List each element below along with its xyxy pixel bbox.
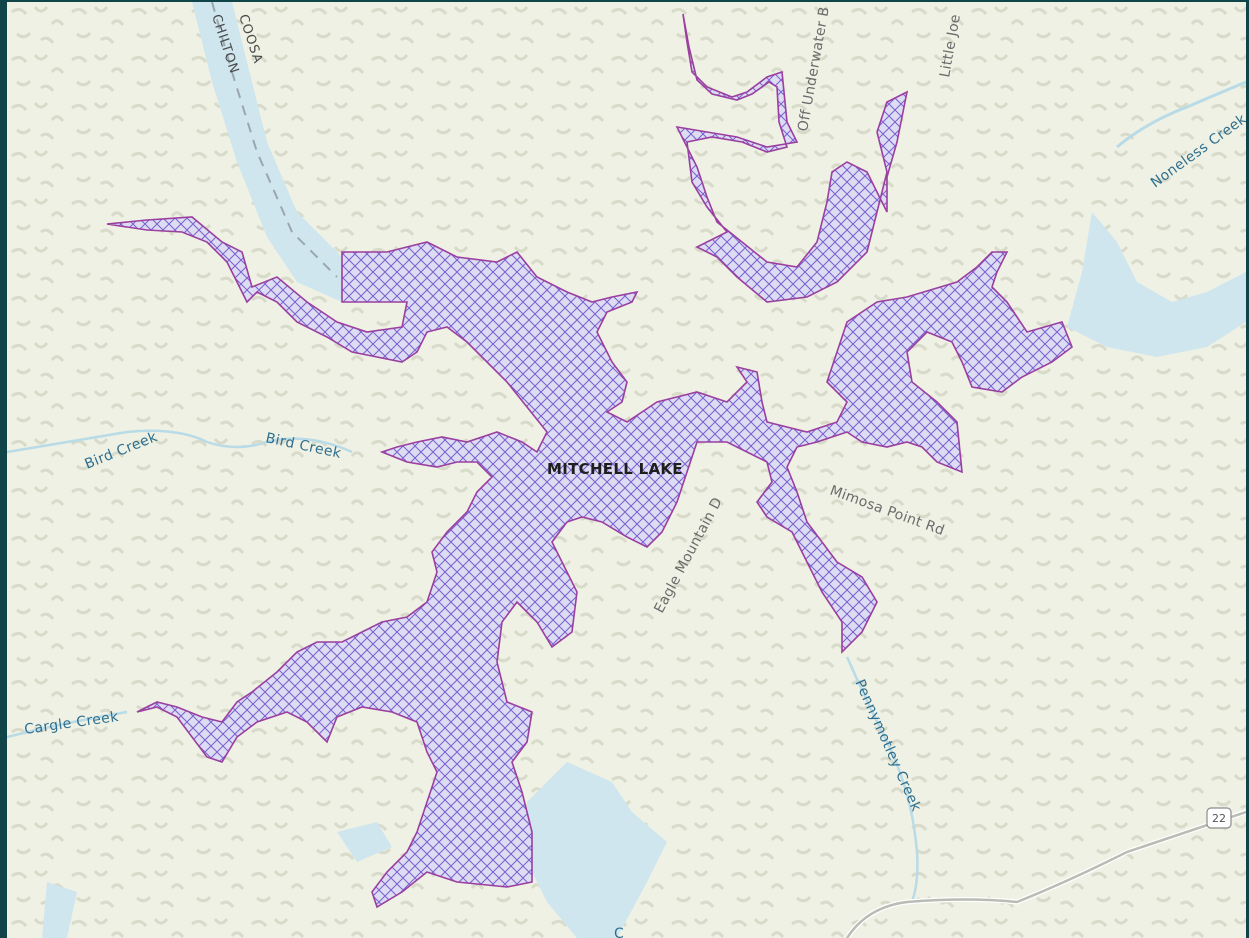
south-river-water <box>527 762 667 938</box>
mitchell-lake-polygon[interactable] <box>106 216 1073 909</box>
highway-shield-number: 22 <box>1212 812 1226 825</box>
coosa-river-water <box>192 2 342 302</box>
southwest-pond-water <box>42 882 77 938</box>
noneless-creek-line <box>1116 80 1246 149</box>
highway-shield[interactable]: 22 <box>1206 807 1232 829</box>
south-pond-water <box>337 822 392 862</box>
east-river-water <box>1067 212 1246 357</box>
highway-shield-icon <box>1206 807 1232 829</box>
map-canvas[interactable]: 22 MITCHELL LAKE COOSA CHILTON Bird Cree… <box>7 2 1246 938</box>
bird-creek-line <box>7 429 353 454</box>
cargle-creek-line <box>7 710 128 739</box>
lake-name-label: MITCHELL LAKE <box>547 460 683 478</box>
mitchell-lake-northeast-arm[interactable] <box>675 13 909 303</box>
bottom-partial-label: C <box>614 926 624 938</box>
highway-22[interactable] <box>845 810 1246 938</box>
pennymotley-creek-line <box>845 656 919 903</box>
